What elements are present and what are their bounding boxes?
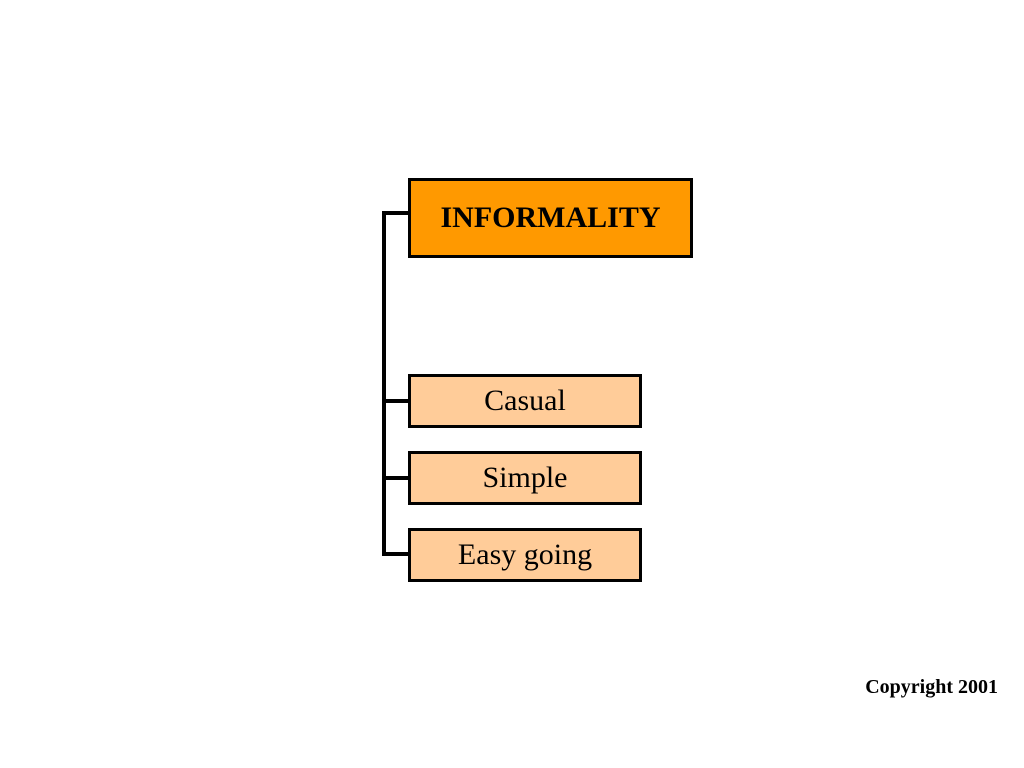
casual-box: Casual <box>408 374 642 428</box>
casual-label: Casual <box>484 384 566 417</box>
simple-label: Simple <box>482 461 568 494</box>
simple-box: Simple <box>408 451 642 505</box>
easy-going-label: Easy going <box>457 538 593 571</box>
informality-label: INFORMALITY <box>440 201 661 234</box>
copyright-text: Copyright 2001 <box>865 676 998 698</box>
easy-going-box: Easy going <box>408 528 642 582</box>
informality-box: INFORMALITY <box>408 178 693 258</box>
